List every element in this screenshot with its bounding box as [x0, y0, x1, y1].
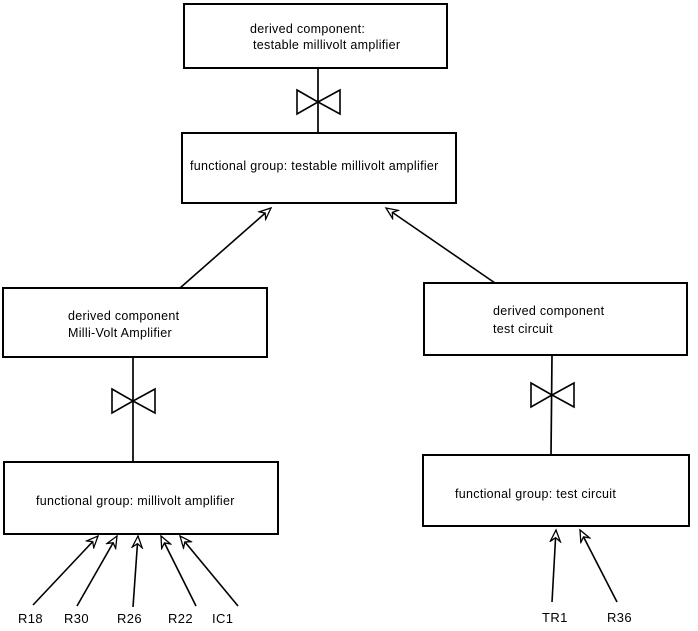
arrow-derived-millivolt-to-functional-testable	[179, 208, 271, 289]
node-functional-test-box	[422, 454, 690, 527]
leaf-label-r26: R26	[117, 611, 142, 626]
arrow-ic1	[180, 536, 239, 607]
leaf-label-r18: R18	[18, 611, 43, 626]
node-functional-testable-label: functional group: testable millivolt amp…	[190, 159, 439, 173]
leaf-label-r36: R36	[607, 610, 632, 625]
node-functional-test-label: functional group: test circuit	[455, 487, 616, 501]
leaf-label-r30: R30	[64, 611, 89, 626]
node-derived-millivolt: derived component Milli-Volt Amplifier	[2, 287, 268, 358]
bowtie-composition-icon	[530, 381, 575, 409]
connector-right	[550, 354, 553, 456]
leaf-label-ic1: IC1	[212, 611, 233, 626]
arrow-tr1	[552, 530, 556, 603]
arrow-r36	[580, 530, 618, 603]
node-functional-testable: functional group: testable millivolt amp…	[181, 132, 457, 204]
leaf-label-r22: R22	[168, 611, 193, 626]
node-derived-millivolt-line2: Milli-Volt Amplifier	[68, 326, 172, 340]
arrow-r30	[76, 536, 117, 607]
bowtie-composition-icon	[111, 387, 156, 415]
arrow-r22	[161, 536, 197, 607]
node-functional-testable-box	[181, 132, 457, 204]
node-derived-testable-box	[183, 3, 448, 69]
node-derived-test-line1: derived component	[493, 304, 605, 318]
node-derived-millivolt-box	[2, 287, 268, 358]
leaf-label-tr1: TR1	[542, 610, 568, 625]
arrow-r26	[133, 536, 138, 608]
node-derived-test-line2: test circuit	[493, 322, 553, 336]
arrow-derived-test-to-functional-testable	[386, 208, 496, 284]
node-derived-test: derived component test circuit	[423, 282, 688, 356]
node-functional-test: functional group: test circuit	[422, 454, 690, 527]
node-functional-millivolt-label: functional group: millivolt amplifier	[36, 494, 235, 508]
node-derived-testable-line2: testable millivolt amplifier	[253, 38, 400, 52]
node-derived-testable-line1: derived component:	[250, 22, 365, 36]
node-functional-millivolt: functional group: millivolt amplifier	[3, 461, 279, 535]
node-derived-testable: derived component: testable millivolt am…	[183, 3, 448, 69]
node-derived-test-box	[423, 282, 688, 356]
arrow-r18	[32, 536, 98, 606]
bowtie-composition-icon	[296, 88, 341, 116]
node-derived-millivolt-line1: derived component	[68, 309, 180, 323]
node-functional-millivolt-box	[3, 461, 279, 535]
